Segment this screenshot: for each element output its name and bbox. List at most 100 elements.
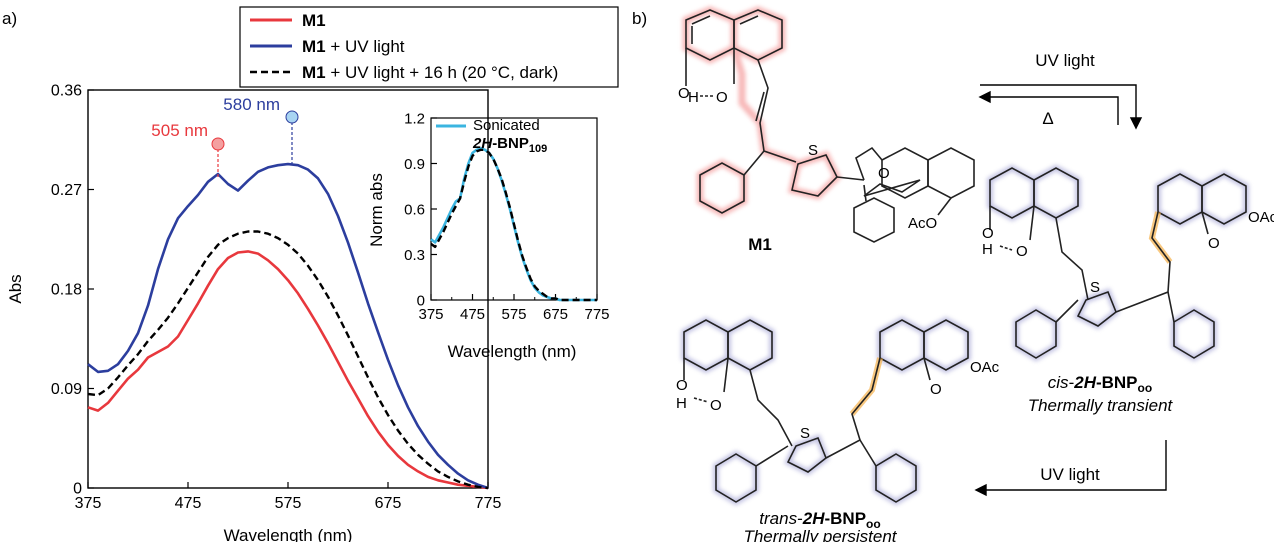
peak-505-label: 505 nm: [151, 121, 208, 140]
arrow-cis-to-trans: [974, 440, 1167, 497]
main-x-tick-label: 775: [475, 495, 502, 512]
trans-right-carbonyl-bond: [923, 357, 931, 381]
main-y-axis-label: Abs: [6, 274, 25, 303]
panel-label-b: b): [632, 9, 647, 28]
arrow-m1-to-cis: [980, 84, 1143, 130]
main-x-tick-label: 475: [175, 495, 202, 512]
main-y-tick-label: 0: [73, 481, 82, 498]
cis-left-chain: [1055, 217, 1089, 301]
trans-name-label: trans-2H-BNPoo: [759, 509, 880, 531]
trans-hbond-dashed: [693, 397, 709, 403]
arrow-top-uv-label: UV light: [1035, 51, 1095, 70]
cis-carbonyl-bond: [1029, 205, 1035, 241]
main-series-line: [87, 230, 489, 490]
trans-left-ring-b: [727, 319, 773, 371]
trans-atom-s: S: [800, 425, 810, 442]
main-x-tick-label: 375: [75, 495, 102, 512]
inset-x-tick-label: 375: [418, 306, 443, 323]
inset-x-tick-label: 675: [543, 306, 568, 323]
m1-label: M1: [748, 235, 772, 254]
main-y-tick-label: 0.09: [51, 381, 82, 398]
main-legend: M1 M1 + UV light M1 + UV light + 16 h (2…: [239, 6, 619, 88]
cis-left-ring-a: [989, 167, 1035, 219]
cis-name-label: cis-2H-BNPoo: [1048, 373, 1152, 395]
m1-thiophene-link: [836, 176, 865, 181]
m1-chain: [757, 59, 797, 163]
m1-chain-double: [755, 91, 765, 122]
m1-pyran-arc: [855, 146, 883, 181]
trans-left-phenyl: [715, 453, 757, 503]
cis-atom-s: S: [1090, 279, 1100, 296]
trans-carbonyl-bond: [723, 357, 729, 393]
trans-left-chain: [749, 369, 793, 447]
main-x-tick-label: 575: [275, 495, 302, 512]
inset-series-line: [430, 148, 597, 302]
cis-right-chain: [1115, 211, 1171, 313]
m1-ring-double-bond: [691, 15, 711, 25]
inset-legend: Sonicated 2H-BNP109: [436, 117, 547, 155]
peak-580-label: 580 nm: [223, 95, 280, 114]
cis-atom-o: O: [982, 225, 994, 242]
m1-phenyl-ring: [699, 162, 745, 214]
trans-thiophene-ring: [786, 436, 827, 473]
trans-right-chain: [825, 357, 881, 459]
trans-left-ring-a: [683, 319, 729, 371]
cis-right-phenyl: [1173, 309, 1215, 359]
main-series: [87, 162, 489, 490]
m1-atom-s: S: [808, 142, 818, 159]
main-plot-area: [87, 89, 489, 489]
trans-state-label: Thermally persistent: [743, 527, 897, 542]
inset-x-axis-label: Wavelength (nm): [448, 342, 577, 361]
m1-thiophene-ring: [791, 154, 838, 197]
m1-atom-h: H: [688, 89, 699, 106]
trans-atom-o: O: [676, 377, 688, 394]
reaction-scheme: M1 O H O S O AcO: [676, 6, 1274, 542]
cis-glow-highlight: [987, 164, 1249, 362]
arrow-bottom-uv-label: UV light: [1040, 465, 1100, 484]
legend-entry-m1: M1: [302, 11, 326, 30]
cis-left-phenyl: [1015, 309, 1057, 359]
trans-glow-highlight: [681, 316, 971, 506]
m1-bottom-phenyl-link: [863, 184, 867, 202]
trans-right-chain-highlight: [849, 357, 883, 416]
m1-atom-oh-o: O: [678, 85, 690, 102]
main-y-tick-label: 0.27: [51, 182, 82, 199]
m1-atom-aco: AcO: [908, 215, 937, 232]
m1-bottom-phenyl: [853, 197, 895, 243]
cis-right-ring-b: [1201, 173, 1247, 225]
peak-annotation-580: 580 nm: [223, 95, 299, 165]
m1-atom-pyran-o: O: [878, 165, 890, 182]
cis-hbond-dashed: [999, 245, 1013, 251]
cis-right-ring-a: [1157, 173, 1203, 225]
panel-label-a: a): [2, 9, 17, 28]
peak-annotation-505: 505 nm: [151, 121, 225, 178]
trans-atom-h: H: [676, 395, 687, 412]
m1-molecule: [682, 6, 975, 243]
trans-atom-right-o: O: [930, 381, 942, 398]
m1-naphthopyran-ring-c: [927, 147, 975, 199]
legend-box: [239, 6, 619, 88]
main-x-tick-label: 675: [375, 495, 402, 512]
trans-right-phenyl: [875, 453, 917, 503]
legend-entry-m1-uv-16h: M1 + UV light + 16 h (20 °C, dark): [302, 63, 558, 82]
cis-atom-right-o: O: [1208, 235, 1220, 252]
trans-molecule: [681, 316, 971, 506]
cis-molecule: [987, 164, 1249, 362]
m1-aco-bond: [937, 197, 952, 216]
main-x-axis-label: Wavelength (nm): [224, 526, 353, 542]
m1-atom-carbonyl-o: O: [716, 89, 728, 106]
arrow-cis-to-m1: [978, 90, 1119, 125]
inset-x-tick-label: 475: [460, 306, 485, 323]
cis-atom-h: H: [982, 241, 993, 258]
inset-legend-line1: Sonicated: [473, 117, 540, 134]
inset-series: [430, 147, 597, 302]
main-y-tick-label: 0.36: [51, 83, 82, 100]
inset-y-tick-label: 0.3: [404, 247, 425, 264]
m1-glow-highlight: [682, 6, 842, 217]
trans-left-phenyl-link: [755, 445, 789, 467]
